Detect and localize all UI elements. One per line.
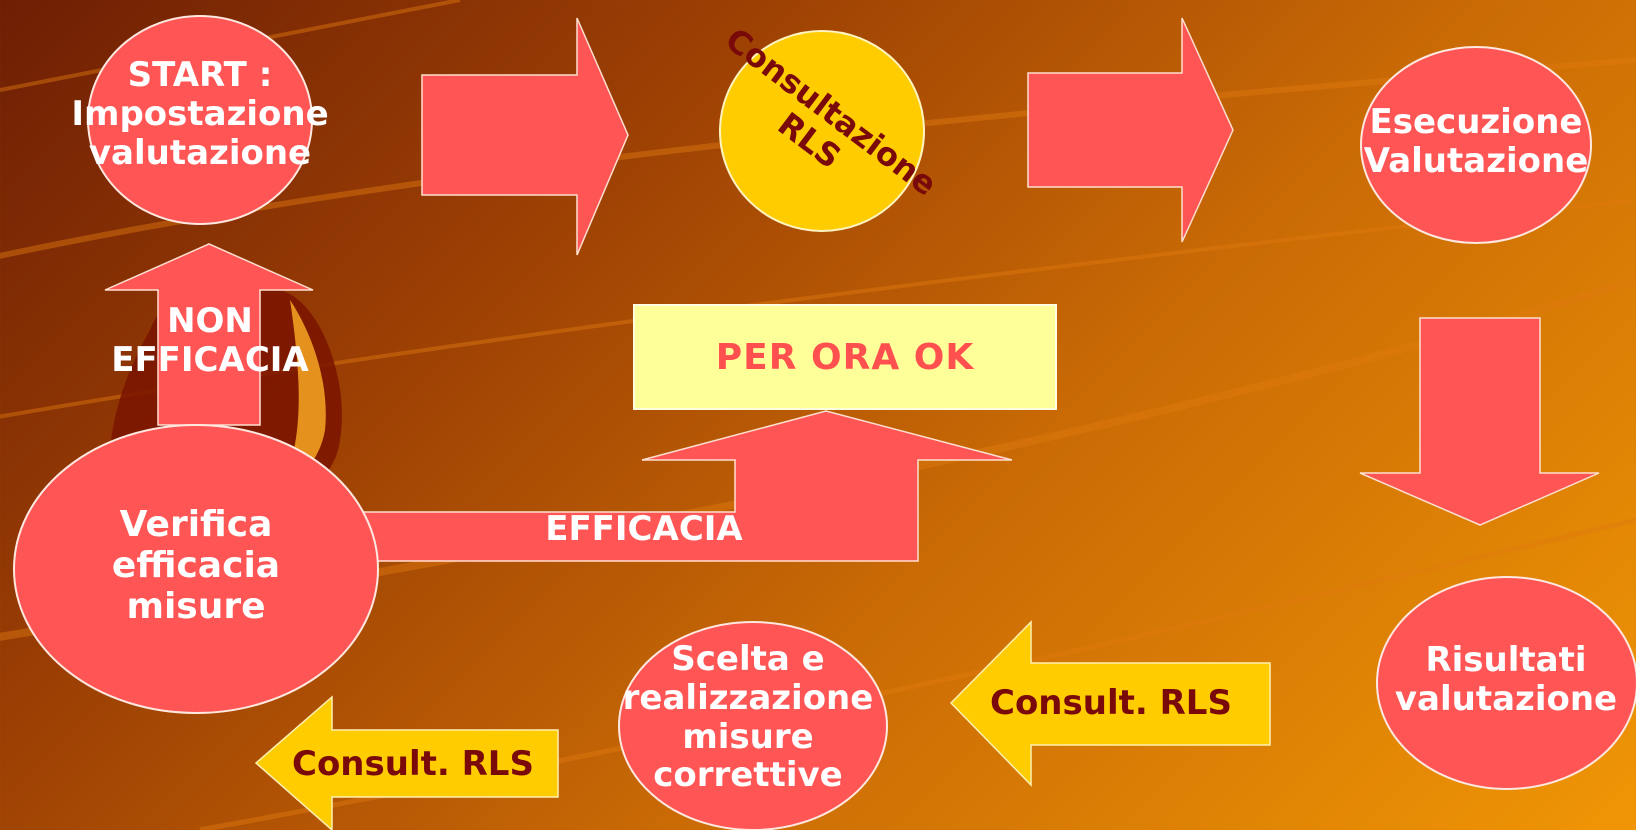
node-start [87, 15, 313, 225]
node-risultati-label: Risultati valutazione [1394, 640, 1618, 719]
arrow-down [1359, 317, 1600, 526]
arrow-right-1 [421, 17, 629, 256]
arrow-non-efficacia-label: NON EFFICACIA [111, 301, 309, 380]
node-start-label: START : Impostazione valutazione [71, 55, 329, 173]
per-ora-ok-label: PER ORA OK [715, 336, 975, 378]
arrow-left-consult-1 [949, 620, 1271, 787]
node-consultazione [719, 30, 925, 232]
node-verifica-label: Verifica efficacia misure [111, 504, 281, 628]
arrow-consult-left-label: Consult. RLS [292, 744, 534, 784]
node-esecuzione-label: Esecuzione Valutazione [1363, 102, 1589, 181]
arrow-consult-right-label: Consult. RLS [990, 683, 1232, 723]
node-verifica [13, 424, 379, 714]
arrow-left-consult-2 [254, 695, 559, 830]
arrow-right-2 [1027, 17, 1234, 243]
per-ora-ok-box: PER ORA OK [633, 304, 1057, 410]
node-scelta [618, 621, 888, 830]
node-scelta-label: Scelta e realizzazione misure correttive [622, 639, 874, 796]
node-risultati [1376, 576, 1636, 790]
node-esecuzione [1360, 46, 1592, 244]
arrow-efficacia-label: EFFICACIA [545, 509, 743, 549]
arrow-up-non-efficacia [104, 243, 314, 426]
arrow-efficacia [361, 410, 1013, 562]
decorative-figure-highlight [280, 300, 326, 490]
